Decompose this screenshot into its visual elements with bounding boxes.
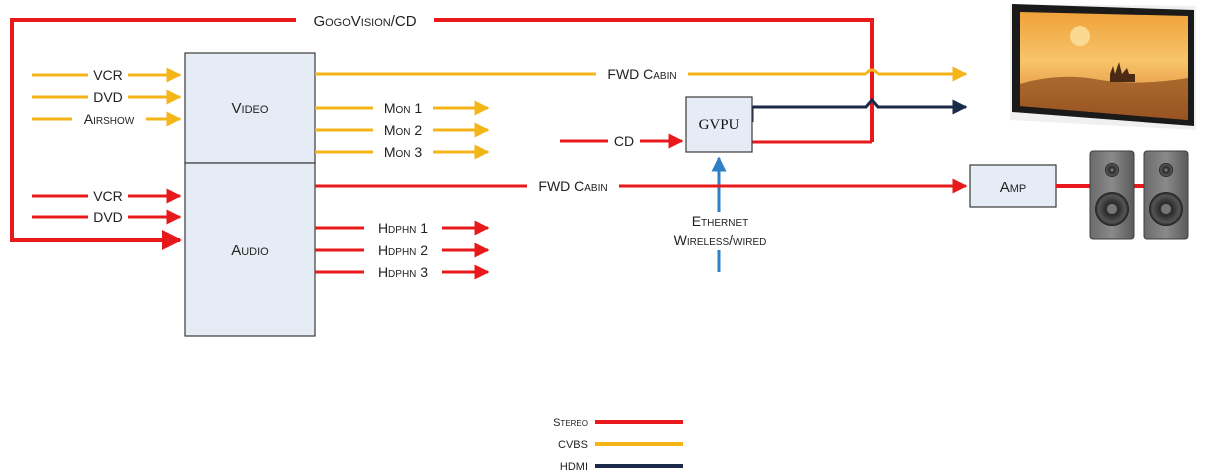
monitor-output-label: Mon 3 [384, 144, 423, 160]
audio-box [184, 162, 316, 337]
fwd-cabin-audio-label: FWD Cabin [538, 178, 607, 194]
legend: Stereo CVBS HDMI [553, 417, 683, 473]
monitor-output-label: Mon 1 [384, 100, 423, 116]
monitor-outputs: Mon 1 Mon 2 Mon 3 [315, 100, 490, 160]
legend-label-cvbs: CVBS [558, 439, 588, 451]
ethernet-link: Ethernet Wireless/wired [652, 156, 788, 272]
gogovision-loop: GogoVision/CD [10, 11, 874, 250]
loudspeaker-icon [1143, 150, 1189, 240]
audio-input-label: DVD [93, 209, 123, 225]
loudspeaker-icon [1089, 150, 1135, 240]
gvpu-box [685, 96, 753, 153]
video-inputs: VCR DVD Airshow [32, 67, 182, 127]
hdmi-line [750, 97, 968, 122]
fwd-cabin-video-label: FWD Cabin [607, 66, 676, 82]
audio-input-label: VCR [93, 188, 123, 204]
headphone-outputs: Hdphn 1 Hdphn 2 Hdphn 3 [315, 220, 490, 280]
fwd-cabin-video-line: FWD Cabin [315, 66, 968, 82]
ethernet-label: Ethernet [692, 213, 749, 229]
amp-label: Amp [1000, 179, 1027, 196]
legend-label-hdmi: HDMI [560, 461, 588, 473]
gvpu-group: CD GVPU [560, 96, 872, 153]
audio-box-label: Audio [231, 242, 269, 259]
video-box [184, 52, 316, 164]
fwd-cabin-audio-line: FWD Cabin [315, 178, 968, 194]
cd-input-label: CD [614, 133, 634, 149]
video-input-label: VCR [93, 67, 123, 83]
gogovision-label: GogoVision/CD [313, 13, 416, 30]
video-input-label: Airshow [84, 111, 135, 127]
headphone-output-label: Hdphn 2 [378, 242, 428, 258]
video-input-label: DVD [93, 89, 123, 105]
ethernet-sublabel: Wireless/wired [674, 232, 767, 248]
headphone-output-label: Hdphn 1 [378, 220, 428, 236]
video-box-label: Video [232, 100, 269, 117]
widescreen-display-image [1010, 4, 1196, 130]
monitor-output-label: Mon 2 [384, 122, 423, 138]
audio-inputs: VCR DVD [32, 188, 182, 225]
legend-label-stereo: Stereo [553, 417, 588, 429]
gvpu-label: GVPU [699, 117, 740, 133]
headphone-output-label: Hdphn 3 [378, 264, 428, 280]
